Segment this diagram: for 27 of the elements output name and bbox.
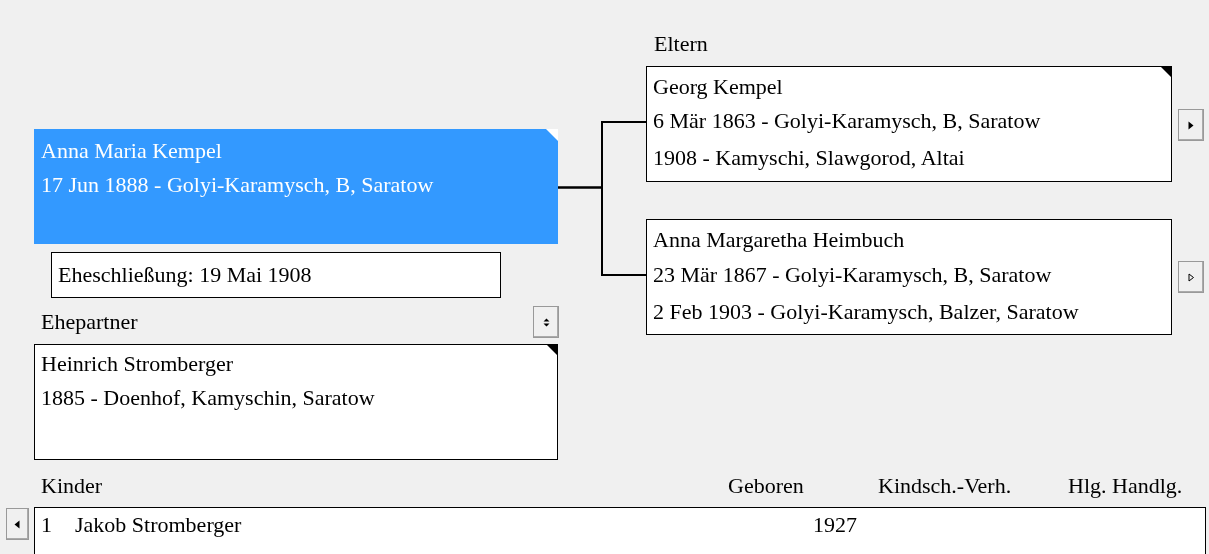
life-data: 6 Mär 1863 - Golyi-Karamysch, B, Saratow bbox=[653, 108, 1041, 134]
person-name: Georg Kempel bbox=[653, 74, 783, 100]
person-card bbox=[34, 129, 558, 244]
life-data: 2 Feb 1903 - Golyi-Karamysch, Balzer, Saratow bbox=[653, 299, 1079, 325]
section-heading: Eltern bbox=[654, 31, 708, 57]
connector-line bbox=[557, 186, 647, 276]
marriage-field bbox=[51, 252, 501, 298]
life-data: 1908 - Kamyschi, Slawgorod, Altai bbox=[653, 145, 965, 171]
person-name: Heinrich Stromberger bbox=[41, 351, 234, 377]
life-data: Eheschließung: 19 Mai 1908 bbox=[58, 262, 312, 288]
column-header: Kindsch.-Verh. bbox=[878, 473, 1012, 499]
children-list bbox=[34, 507, 1206, 554]
row-number: 1 bbox=[41, 512, 52, 538]
person-card bbox=[646, 219, 1172, 335]
person-name: Anna Maria Kempel bbox=[41, 138, 222, 164]
column-header: Hlg. Handlg. bbox=[1068, 473, 1183, 499]
life-data: 23 Mär 1867 - Golyi-Karamysch, B, Saratow bbox=[653, 262, 1052, 288]
child-name: Jakob Stromberger bbox=[75, 512, 242, 538]
life-data: 17 Jun 1888 - Golyi-Karamysch, B, Saratow bbox=[41, 172, 434, 198]
person-card bbox=[646, 66, 1172, 182]
column-header: Geboren bbox=[728, 473, 804, 499]
section-heading: Kinder bbox=[41, 473, 103, 499]
person-name: Anna Margaretha Heimbuch bbox=[653, 227, 905, 253]
person-card bbox=[34, 344, 558, 460]
life-data: 1885 - Doenhof, Kamyschin, Saratow bbox=[41, 385, 375, 411]
section-heading: Ehepartner bbox=[41, 309, 138, 335]
birth-year: 1927 bbox=[813, 512, 857, 538]
